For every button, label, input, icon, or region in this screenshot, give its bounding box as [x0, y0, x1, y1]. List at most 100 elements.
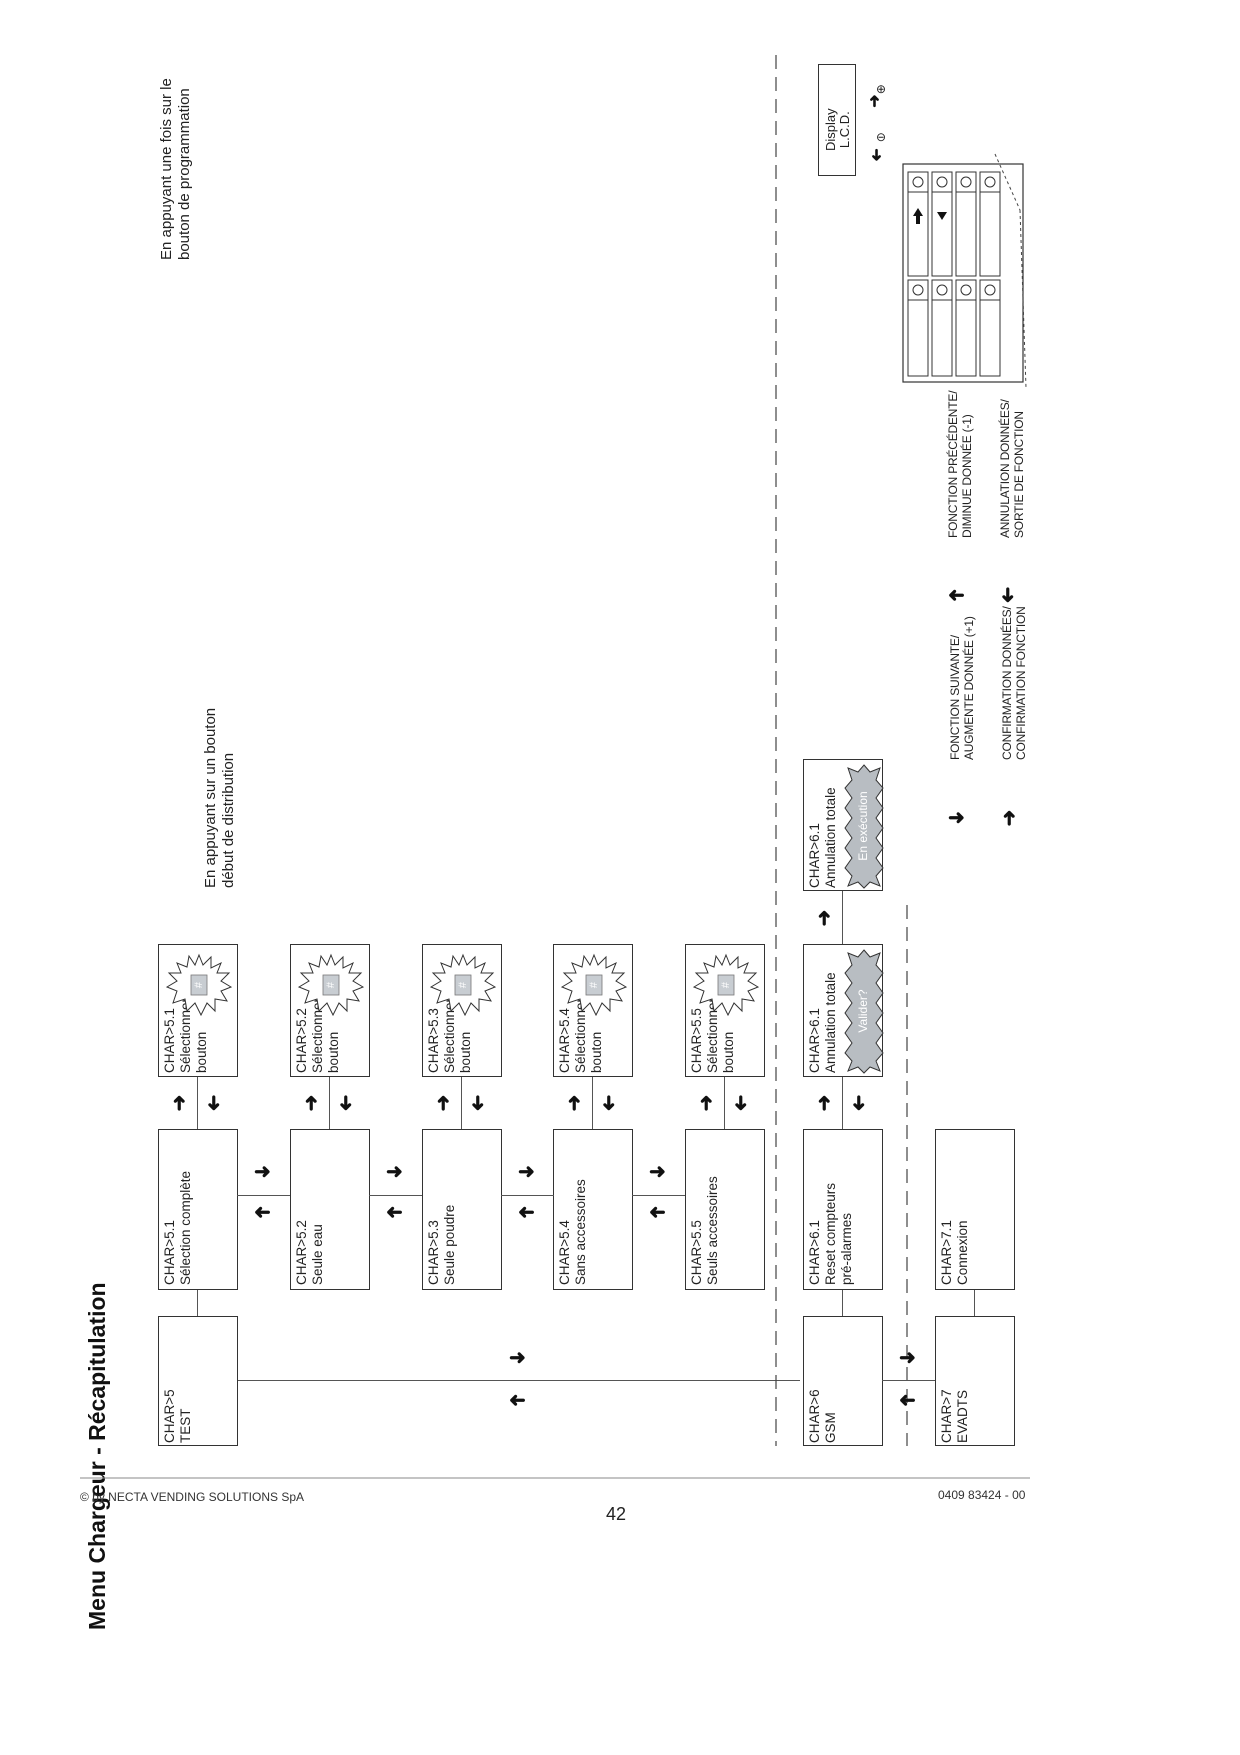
menu-box-char5-2[interactable]: CHAR>5.2 Seule eau	[290, 1129, 370, 1290]
display-label: Display	[823, 108, 838, 151]
select-box-char5-4[interactable]: CHAR>5.4 Sélectionner bouton #	[553, 944, 633, 1077]
connector-line	[461, 1076, 463, 1129]
arrow-right-icon: ➜	[254, 1161, 271, 1183]
connector-line	[197, 1076, 199, 1129]
box-code: CHAR>6.1	[807, 823, 822, 888]
legend-line: FONCTION SUIVANTE/	[948, 635, 962, 760]
doc-code: 0409 83424 - 00	[938, 1488, 1026, 1502]
box-code: CHAR>6.1	[807, 1008, 822, 1073]
connector-line	[369, 1195, 422, 1197]
box-label: EVADTS	[955, 1389, 970, 1443]
burst-label: Valider?	[856, 989, 870, 1032]
arrow-right-icon: ➜	[509, 1347, 526, 1369]
legend-next: FONCTION SUIVANTE/ AUGMENTE DONNÉE (+1)	[948, 616, 976, 760]
legend-line: AUGMENTE DONNÉE (+1)	[962, 616, 976, 760]
box-label-line2: pré-alarmes	[839, 1212, 854, 1285]
starburst-icon: #	[560, 953, 628, 1017]
legend-cancel: ANNULATION DONNÉES/ SORTIE DE FONCTION	[998, 399, 1026, 538]
arrow-up-icon: ➜	[813, 909, 836, 927]
arrow-right-icon: ➜	[518, 1161, 535, 1183]
starburst-icon: #	[692, 953, 760, 1017]
connector-line	[842, 1289, 844, 1316]
arrow-left-icon: ➜	[948, 584, 965, 606]
burst-label: #	[193, 981, 205, 988]
select-box-char5-2[interactable]: CHAR>5.2 Sélectionner bouton #	[290, 944, 370, 1077]
legend-line: SORTIE DE FONCTION	[1012, 411, 1026, 538]
box-label: GSM	[823, 1412, 838, 1443]
page-number: 42	[606, 1504, 627, 1524]
legend-line: CONFIRMATION DONNÉES/	[1000, 606, 1014, 760]
legend-prev: FONCTION PRÉCÉDENTE/ DIMINUE DONNÉE (-1)	[946, 391, 974, 538]
confirm-box-char6-1[interactable]: CHAR>6.1 Annulation totale Valider?	[803, 944, 884, 1077]
exec-box-char6-1[interactable]: CHAR>6.1 Annulation totale En exécution	[803, 759, 884, 891]
box-label-line1: Reset compteurs	[823, 1182, 838, 1285]
legend-line: DIMINUE DONNÉE (-1)	[960, 414, 974, 538]
plus-icon: ⊕	[876, 82, 887, 96]
legend-confirm: CONFIRMATION DONNÉES/ CONFIRMATION FONCT…	[1000, 606, 1028, 760]
burst-label: #	[588, 981, 600, 988]
starburst-icon: #	[165, 953, 233, 1017]
connector-line	[842, 890, 844, 944]
arrow-up-icon: ➜	[998, 809, 1021, 827]
connector-line	[592, 1076, 594, 1129]
select-box-char5-1[interactable]: CHAR>5.1 Sélectionner bouton #	[158, 944, 238, 1077]
menu-box-char5[interactable]: CHAR>5 TEST	[158, 1316, 238, 1446]
connector-line	[842, 1076, 844, 1129]
arrow-right-icon: ➜	[649, 1161, 666, 1183]
burst-label: #	[325, 981, 337, 988]
burst-label: #	[457, 981, 469, 988]
arrow-up-icon: ➜	[866, 94, 884, 108]
connector-line	[882, 1380, 935, 1382]
menu-box-char5-3[interactable]: CHAR>5.3 Seule poudre	[422, 1129, 502, 1290]
connector-line	[197, 1289, 199, 1316]
note-line: bouton de programmation	[176, 88, 193, 260]
select-box-char5-5[interactable]: CHAR>5.5 Sélectionner bouton #	[685, 944, 765, 1077]
display-label: L.C.D.	[837, 111, 852, 149]
box-code: CHAR>7.1	[939, 1220, 954, 1285]
arrow-up-icon: ➜	[813, 1094, 836, 1112]
box-label: Annulation totale	[823, 972, 838, 1073]
connector-line	[329, 1076, 331, 1129]
arrow-down-icon: ➜	[847, 1094, 870, 1112]
keypad-diagram	[902, 153, 1027, 389]
arrow-left-icon: ➜	[899, 1389, 916, 1411]
arrow-down-icon: ➜	[867, 148, 885, 162]
connector-line	[974, 1289, 976, 1316]
burst-label: En exécution	[856, 791, 870, 860]
box-code: CHAR>7	[939, 1389, 954, 1443]
connector-line	[632, 1195, 685, 1197]
connector-line	[237, 1380, 800, 1382]
burst-label: #	[720, 981, 732, 988]
menu-box-char6-1[interactable]: CHAR>6.1 Reset compteurs pré-alarmes	[803, 1129, 883, 1290]
box-code: CHAR>6	[807, 1389, 822, 1443]
menu-box-char6[interactable]: CHAR>6 GSM	[803, 1316, 883, 1446]
select-box-char5-3[interactable]: CHAR>5.3 Sélectionner bouton #	[422, 944, 502, 1077]
minus-icon: ⊖	[876, 130, 887, 144]
menu-box-char7[interactable]: CHAR>7 EVADTS	[935, 1316, 1015, 1446]
lcd-display: Display L.C.D.	[818, 64, 856, 176]
menu-box-char5-1[interactable]: CHAR>5.1 Sélection complète	[158, 1129, 238, 1290]
box-label: Annulation totale	[823, 787, 838, 888]
arrow-right-icon: ➜	[899, 1347, 916, 1369]
arrow-down-icon: ➜	[996, 586, 1019, 604]
starburst-icon: #	[297, 953, 365, 1017]
menu-box-char7-1[interactable]: CHAR>7.1 Connexion	[935, 1129, 1015, 1290]
note-press-prog: En appuyant une fois sur le bouton de pr…	[158, 78, 194, 260]
legend-line: ANNULATION DONNÉES/	[998, 399, 1012, 538]
connector-line	[724, 1076, 726, 1129]
menu-box-char5-5[interactable]: CHAR>5.5 Seuls accessoires	[685, 1129, 765, 1290]
box-code: CHAR>6.1	[807, 1220, 822, 1285]
connector-line	[501, 1195, 554, 1197]
connector-line	[237, 1195, 290, 1197]
footer-copyright: © by NECTA VENDING SOLUTIONS SpA	[80, 1490, 305, 1504]
arrow-right-icon: ➜	[386, 1161, 403, 1183]
note-line: En appuyant une fois sur le	[158, 78, 175, 260]
legend-line: CONFIRMATION FONCTION	[1014, 606, 1028, 760]
legend-line: FONCTION PRÉCÉDENTE/	[946, 390, 960, 538]
starburst-icon: #	[429, 953, 497, 1017]
box-label: Connexion	[955, 1220, 970, 1285]
arrow-right-icon: ➜	[948, 807, 965, 829]
menu-box-char5-4[interactable]: CHAR>5.4 Sans accessoires	[553, 1129, 633, 1290]
